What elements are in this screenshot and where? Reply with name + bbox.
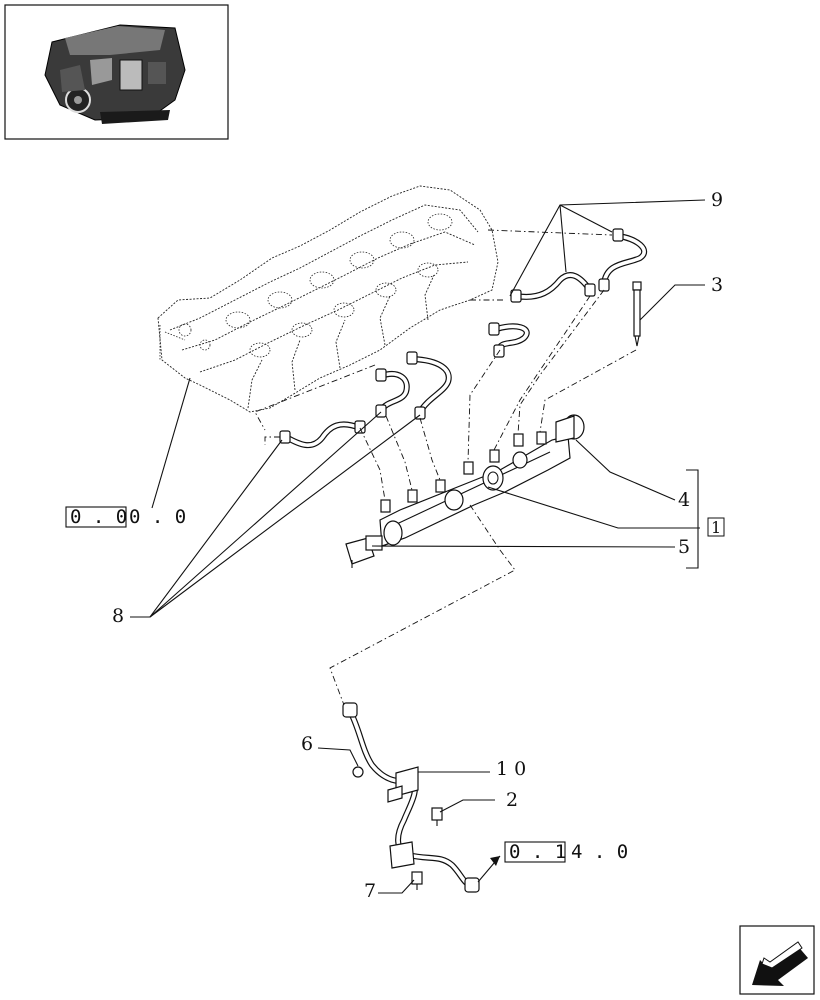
callout-2: 2 bbox=[506, 789, 518, 811]
navigation-arrow-icon bbox=[752, 941, 808, 986]
pressure-relief-valve bbox=[555, 414, 585, 443]
cylinder-head-outline bbox=[157, 185, 499, 413]
callout-10: 1 0 bbox=[496, 758, 526, 780]
clamp-screw bbox=[431, 807, 443, 826]
cross-reference-b-rest: 4 . 0 bbox=[571, 841, 628, 863]
callout-1: 1 bbox=[707, 517, 725, 537]
cross-reference-b-boxed: 0 . 1 bbox=[509, 841, 566, 863]
navigation-arrow-button[interactable] bbox=[739, 925, 815, 995]
callout-7: 7 bbox=[364, 880, 376, 902]
injector-pipes bbox=[279, 228, 648, 449]
callout-labels: 9 3 4 5 1 8 6 1 0 2 7 bbox=[112, 189, 725, 902]
callout-1-text: 1 bbox=[711, 518, 721, 537]
callout-9: 9 bbox=[711, 189, 723, 211]
cross-reference-a[interactable]: 0 . 0 0 . 0 bbox=[65, 506, 186, 528]
assembly-guide-lines bbox=[254, 229, 637, 706]
pump-feed-pipe bbox=[342, 702, 480, 893]
callout-8: 8 bbox=[112, 605, 124, 627]
cross-reference-a-rest: 0 . 0 bbox=[129, 506, 186, 528]
glow-plug bbox=[632, 281, 642, 347]
callout-5: 5 bbox=[678, 536, 690, 558]
cross-reference-a-boxed: 0 . 0 bbox=[70, 506, 127, 528]
bracket-screw bbox=[411, 871, 423, 890]
callout-4: 4 bbox=[678, 489, 690, 511]
callout-3: 3 bbox=[711, 274, 723, 296]
common-rail bbox=[345, 414, 585, 568]
leader-lines bbox=[130, 199, 706, 894]
cross-reference-b[interactable]: 0 . 1 4 . 0 bbox=[504, 841, 628, 863]
callout-6: 6 bbox=[301, 733, 313, 755]
engine-thumbnail bbox=[4, 4, 229, 140]
engine-thumbnail-icon bbox=[44, 24, 186, 124]
rail-pressure-sensor bbox=[345, 535, 383, 568]
